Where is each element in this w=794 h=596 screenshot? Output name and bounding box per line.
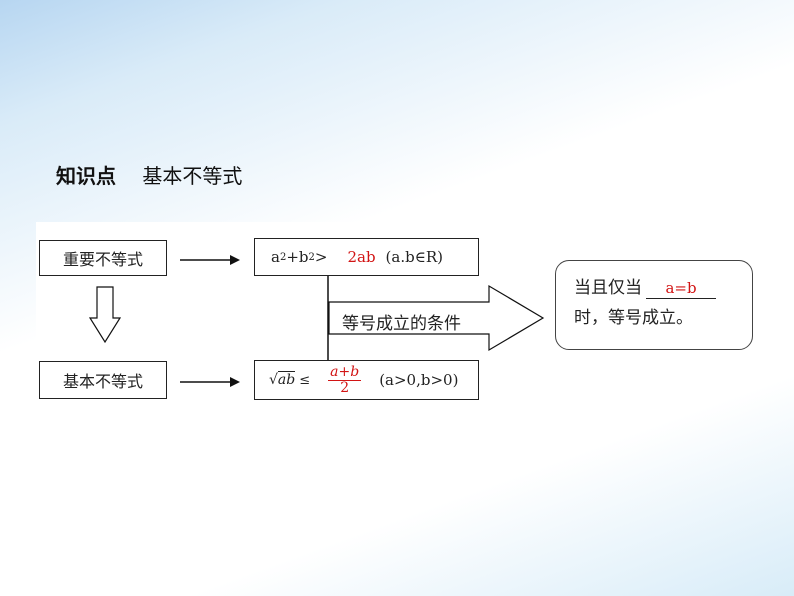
formula1-sq-b: 2	[308, 251, 315, 263]
formula-box-basic: √ab ≤ a+b 2 (a>0,b>0)	[254, 360, 479, 400]
answer-blank: a=b	[646, 278, 716, 299]
result-suffix: 时，等号成立。	[574, 308, 693, 328]
basic-inequality-label: 基本不等式	[62, 372, 143, 391]
knowledge-point-label: 知识点	[56, 164, 116, 188]
formula2-fraction: a+b 2	[328, 363, 362, 396]
formula1-operator: >	[314, 248, 328, 266]
basic-inequality-box: 基本不等式	[39, 361, 167, 399]
important-inequality-label: 重要不等式	[62, 250, 143, 269]
formula2-condition: (a>0,b>0)	[379, 371, 459, 389]
topic-label: 基本不等式	[142, 164, 243, 188]
result-prefix: 当且仅当	[574, 278, 642, 298]
formula1-plus-b: +b	[286, 248, 309, 266]
formula1-a: a	[271, 248, 280, 266]
formula1-sq-a: 2	[279, 251, 287, 263]
result-box: 当且仅当 a=b 时，等号成立。	[555, 260, 753, 350]
condition-arrow	[328, 284, 545, 352]
arrow-right-top	[180, 255, 240, 265]
page-title: 知识点 基本不等式	[56, 160, 242, 189]
result-line-1: 当且仅当 a=b	[574, 273, 752, 303]
fraction-numerator: a+b	[328, 363, 362, 381]
formula1-answer: 2ab	[347, 248, 376, 266]
sqrt-expression: √ab	[269, 371, 296, 388]
important-inequality-box: 重要不等式	[39, 240, 167, 276]
formula1-condition: (a.b∈R)	[385, 248, 443, 266]
fraction-denominator: 2	[340, 379, 350, 396]
formula2-operator: ≤	[299, 372, 311, 388]
sqrt-argument: ab	[277, 371, 296, 388]
result-answer: a=b	[665, 279, 697, 297]
equality-condition-label: 等号成立的条件	[342, 314, 461, 334]
arrow-right-bottom	[180, 377, 240, 387]
arrow-down-hollow	[88, 286, 122, 344]
